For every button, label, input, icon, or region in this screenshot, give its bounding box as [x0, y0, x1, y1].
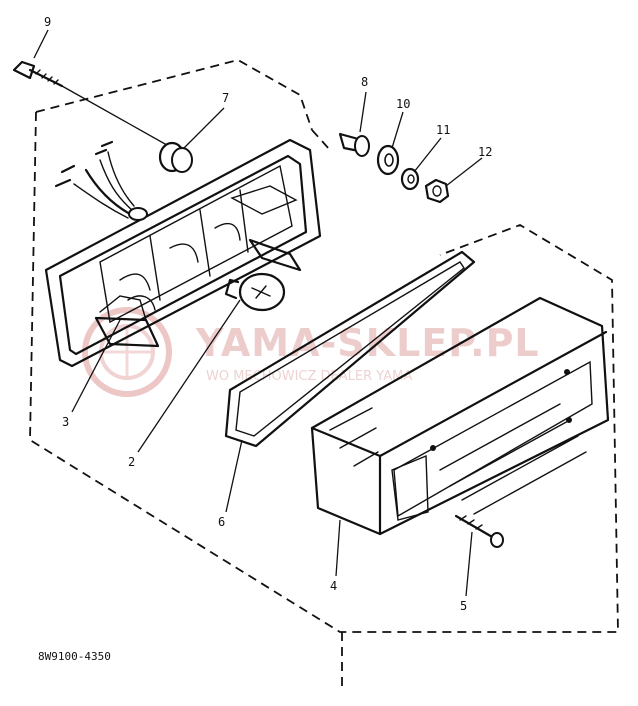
callout-2: 2 [128, 455, 135, 469]
screw-5 [454, 514, 504, 548]
washer-10 [376, 144, 400, 176]
callout-12: 12 [478, 145, 492, 159]
lock-washer-11 [400, 167, 420, 191]
callout-labels: 9 7 8 10 11 12 3 2 6 4 5 [44, 15, 492, 613]
callout-9: 9 [44, 15, 51, 29]
callout-10: 10 [396, 97, 410, 111]
watermark: YAMA-SKLEP.PL WO MECHOWICZ DEALER YAMA [82, 307, 540, 397]
callout-3: 3 [62, 415, 69, 429]
drawing-code: 8W9100-4350 [38, 650, 111, 663]
assembly-boundary [29, 59, 619, 690]
callout-4: 4 [330, 579, 337, 593]
collar-8 [338, 132, 370, 157]
callout-8: 8 [361, 75, 368, 89]
lens-4 [310, 296, 610, 536]
callout-leaders [33, 29, 483, 597]
nut-12 [424, 178, 450, 204]
grommet-7 [158, 141, 193, 173]
lamp-housing [44, 138, 322, 368]
gasket-6 [224, 250, 476, 448]
watermark-brand: YAMA-SKLEP.PL [195, 321, 540, 365]
callout-11: 11 [436, 123, 450, 137]
callout-6: 6 [218, 515, 225, 529]
watermark-dealer-line: WO MECHOWICZ DEALER YAMA [206, 369, 412, 384]
callout-7: 7 [222, 91, 229, 105]
bulb-socket-3 [94, 238, 302, 348]
callout-5: 5 [460, 599, 467, 613]
screw-9 [12, 60, 191, 159]
bulb-2 [224, 272, 286, 312]
